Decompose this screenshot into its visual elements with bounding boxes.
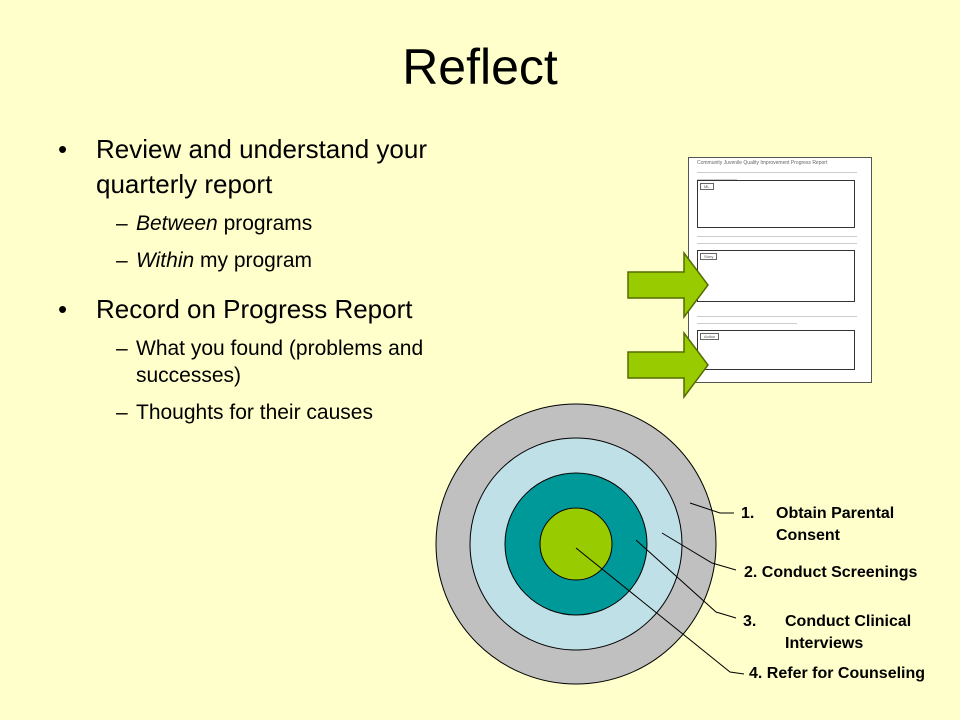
- leader-line: [689, 502, 734, 514]
- bullet-review: • Review and understand your quarterly r…: [58, 134, 427, 199]
- step-label-counseling: 4. Refer for Counseling: [749, 665, 926, 682]
- report-text-lines: [697, 168, 857, 180]
- report-text-lines: [697, 312, 857, 324]
- step-label-screenings: 2. Conduct Screenings: [744, 564, 918, 581]
- target-center: [539, 507, 613, 581]
- leader-line: [635, 539, 737, 619]
- sub-bullet-between: – Between programs: [116, 212, 313, 235]
- bullet-record: • Record on Progress Report: [58, 292, 478, 327]
- bullet-list: • Review and understand your quarterly r…: [58, 132, 478, 436]
- sub-bullet-causes: – Thoughts for their causes: [116, 401, 373, 424]
- leader-line: [661, 532, 737, 571]
- report-heading: Community Juvenile Quality Improvement P…: [697, 160, 828, 166]
- arrow-right-icon: [627, 250, 709, 320]
- report-box-ml: ML: [697, 180, 855, 228]
- step-label-interviews: 3. Conduct Clinical Interviews: [743, 613, 912, 652]
- bullet-dot: •: [58, 134, 68, 164]
- leader-line: [575, 547, 745, 675]
- bullet-dot: •: [58, 294, 68, 324]
- arrow-right-icon: [627, 330, 709, 400]
- step-label-consent: 1. Obtain Parental Consent: [741, 505, 895, 544]
- slide-title: Reflect: [402, 39, 558, 95]
- sub-bullet-found: – What you found (problems and successes…: [116, 337, 424, 387]
- sub-bullet-within: – Within my program: [116, 249, 313, 272]
- progress-report-thumbnail: Community Juvenile Quality Improvement P…: [688, 157, 872, 383]
